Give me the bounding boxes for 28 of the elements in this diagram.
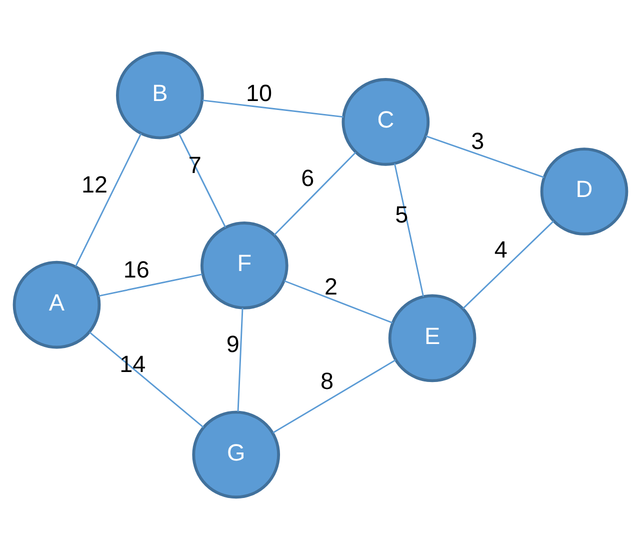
node-circle: F: [200, 222, 288, 310]
connector: [89, 332, 204, 428]
edge-label: 12: [81, 171, 108, 198]
connector: [274, 152, 356, 236]
edge-label: 2: [324, 273, 338, 300]
node-circle: B: [116, 51, 204, 140]
connector: [178, 133, 226, 228]
connector: [394, 163, 424, 297]
node-circle: A: [12, 260, 101, 349]
edge-label: 4: [494, 236, 508, 262]
node-circle: D: [540, 148, 628, 236]
node-circle: C: [342, 78, 430, 166]
connector: [426, 135, 544, 178]
edge-label: 6: [301, 165, 314, 192]
edge-label: 10: [246, 80, 272, 106]
node-circle: G: [192, 410, 280, 499]
connector: [75, 133, 142, 267]
edge-label: 16: [123, 256, 150, 283]
connector: [202, 100, 344, 118]
connector: [462, 220, 554, 310]
connector: [284, 280, 393, 324]
connector: [237, 308, 244, 412]
edge-label: 8: [320, 368, 334, 394]
node-circle: E: [388, 294, 476, 382]
connector: [98, 274, 202, 297]
connector: [272, 359, 396, 434]
edge-label: 3: [471, 128, 484, 154]
edge-label: 9: [226, 331, 240, 358]
